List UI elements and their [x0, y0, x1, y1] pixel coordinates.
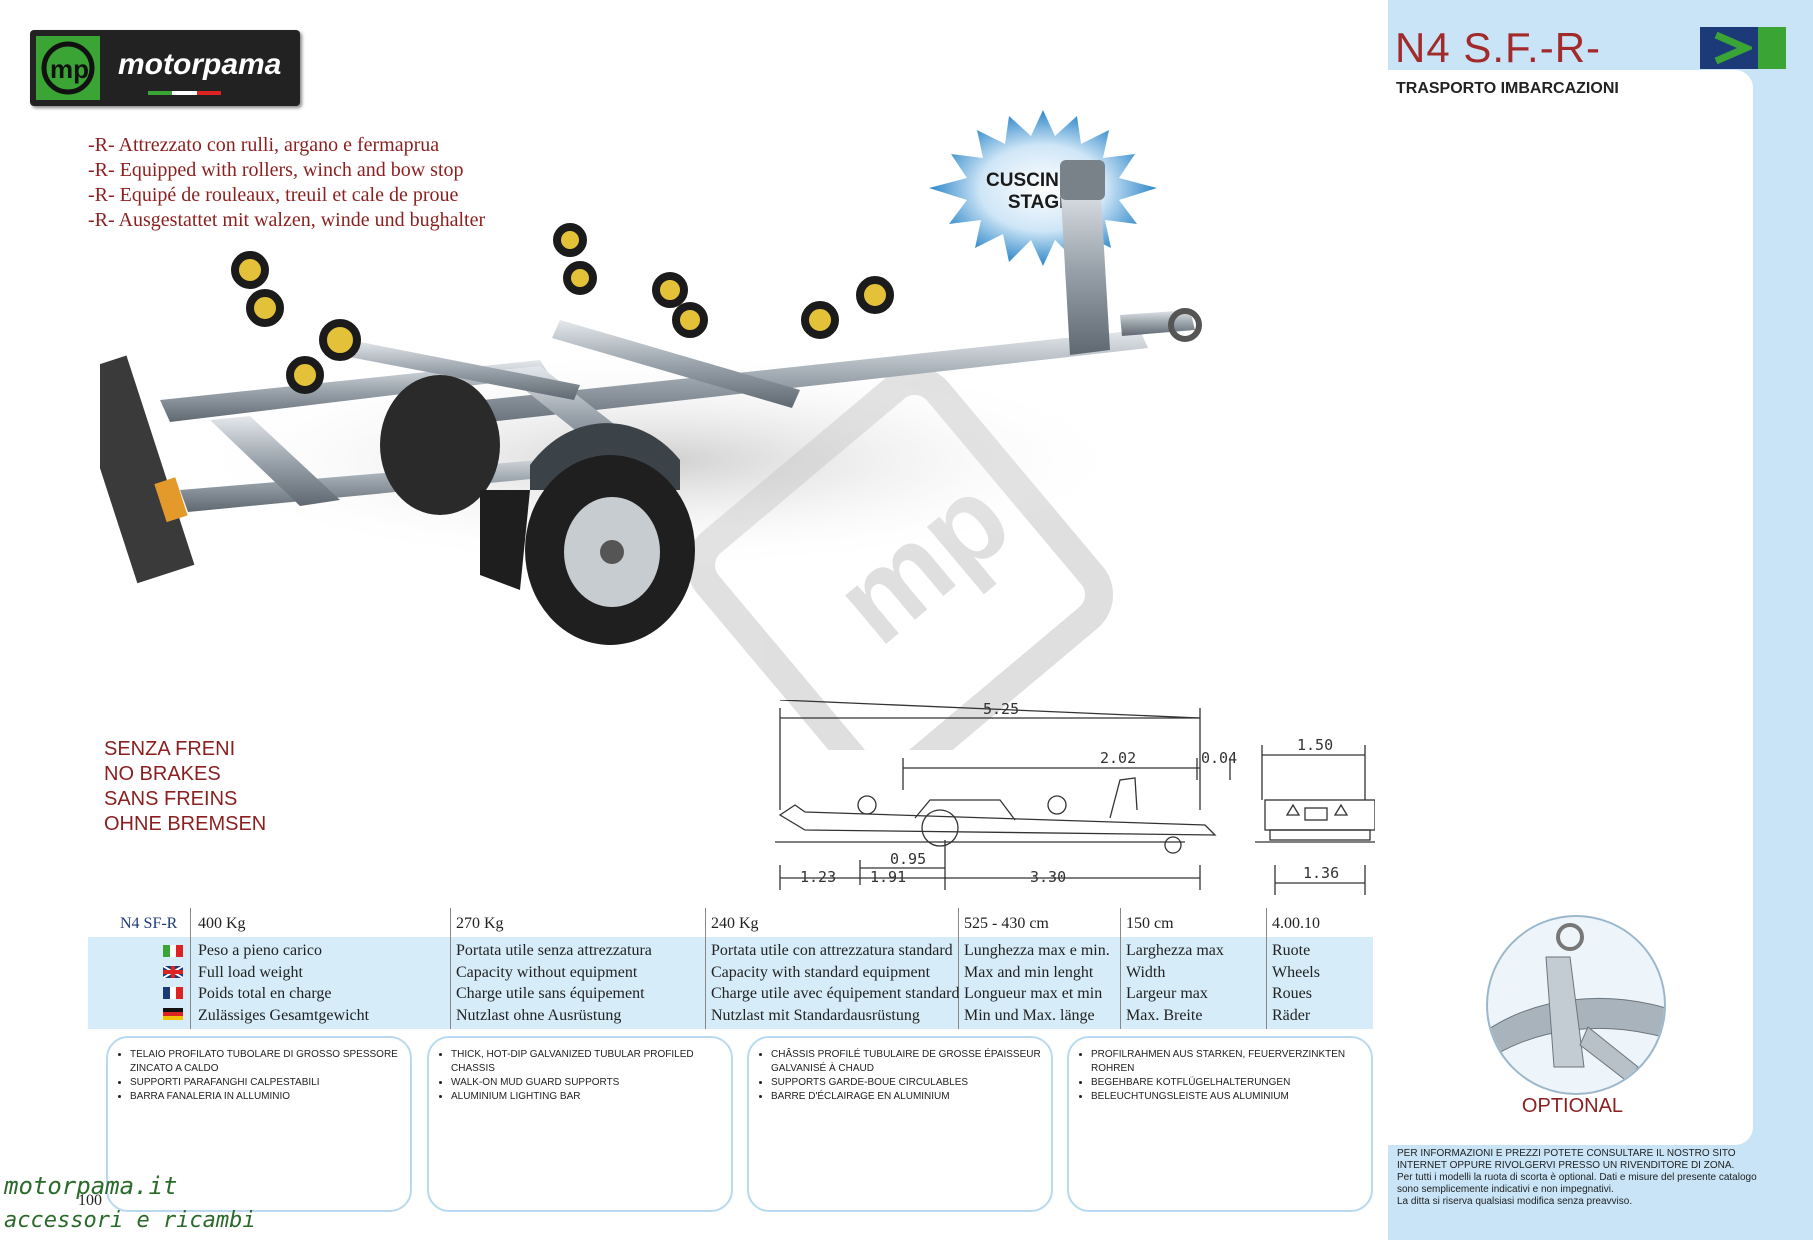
dim-track: 1.36	[1303, 864, 1339, 882]
flag-france-icon	[163, 987, 183, 999]
logo-mark-icon: mp	[36, 36, 100, 100]
flag-germany-icon	[163, 1008, 183, 1020]
dim-axle-offset: 0.95	[890, 850, 926, 868]
dim-axle-to-hitch: 2.02	[1100, 749, 1136, 767]
optional-accessory-image	[1486, 915, 1666, 1095]
spec-value-width: 150 cm	[1126, 915, 1174, 932]
spec-table-body	[88, 937, 1373, 1029]
dimension-schematic: 5.25 2.02 0.04 1.50 0.95 1.23 1.91 3.30 …	[775, 700, 1375, 895]
feature-box-de: PROFILRAHMEN AUS STARKEN, FEUERVERZINKTE…	[1067, 1036, 1373, 1212]
flag-italy-icon	[163, 945, 183, 957]
category-subtitle: TRASPORTO IMBARCAZIONI	[1396, 80, 1619, 97]
dim-gap: 0.04	[1201, 749, 1237, 767]
dim-width: 1.50	[1297, 736, 1333, 754]
brakes-de: OHNE BREMSEN	[104, 813, 267, 835]
svg-text:mp: mp	[50, 54, 89, 84]
website-link[interactable]: motorpama.it	[4, 1172, 178, 1200]
spec-value-wheels: 4.00.10	[1272, 915, 1320, 932]
dim-axle-to-front: 3.30	[1030, 868, 1066, 886]
brakes-fr: SANS FREINS	[104, 788, 238, 810]
dim-rear: 1.23	[800, 868, 836, 886]
spec-value-length: 525 - 430 cm	[964, 915, 1049, 932]
tagline: accessori e ricambi	[4, 1208, 256, 1233]
spec-value-capacity-with: 240 Kg	[711, 915, 759, 932]
feature-box-en: THICK, HOT-DIP GALVANIZED TUBULAR PROFIL…	[427, 1036, 733, 1212]
feature-line-en: -R- Equipped with rollers, winch and bow…	[88, 159, 464, 181]
next-arrow-button[interactable]	[1700, 27, 1786, 69]
feature-box-it: TELAIO PROFILATO TUBOLARE DI GROSSO SPES…	[106, 1036, 412, 1212]
dim-rear-2: 1.91	[870, 868, 906, 886]
feature-line-it: -R- Attrezzato con rulli, argano e ferma…	[88, 134, 440, 156]
feature-line-fr: -R- Equipé de rouleaux, treuil et cale d…	[88, 184, 459, 206]
spec-value-capacity-without: 270 Kg	[456, 915, 504, 932]
logo-flag-stripe	[148, 82, 222, 95]
chevron-right-icon	[1714, 31, 1752, 65]
brakes-it: SENZA FRENI	[104, 738, 236, 760]
dim-overall-length: 5.25	[983, 700, 1019, 718]
spec-model-code: N4 SF-R	[120, 915, 178, 932]
feature-box-fr: CHÂSSIS PROFILÉ TUBULAIRE DE GROSSE ÉPAI…	[747, 1036, 1053, 1212]
footer-info: PER INFORMAZIONI E PREZZI POTETE CONSULT…	[1397, 1148, 1757, 1207]
brand-logo: mp motorpama	[30, 30, 300, 106]
model-title: N4 S.F.-R-	[1395, 24, 1602, 71]
boat-trailer-photo: mp	[100, 160, 1202, 750]
logo-text: motorpama	[118, 48, 282, 81]
optional-label: OPTIONAL	[1521, 1095, 1624, 1117]
feature-line-de: -R- Ausgestattet mit walzen, winde und b…	[88, 209, 486, 231]
flag-uk-icon	[163, 966, 183, 978]
brakes-en: NO BRAKES	[104, 763, 221, 785]
page-number: 100	[78, 1192, 102, 1209]
spec-value-full-load: 400 Kg	[198, 915, 246, 932]
